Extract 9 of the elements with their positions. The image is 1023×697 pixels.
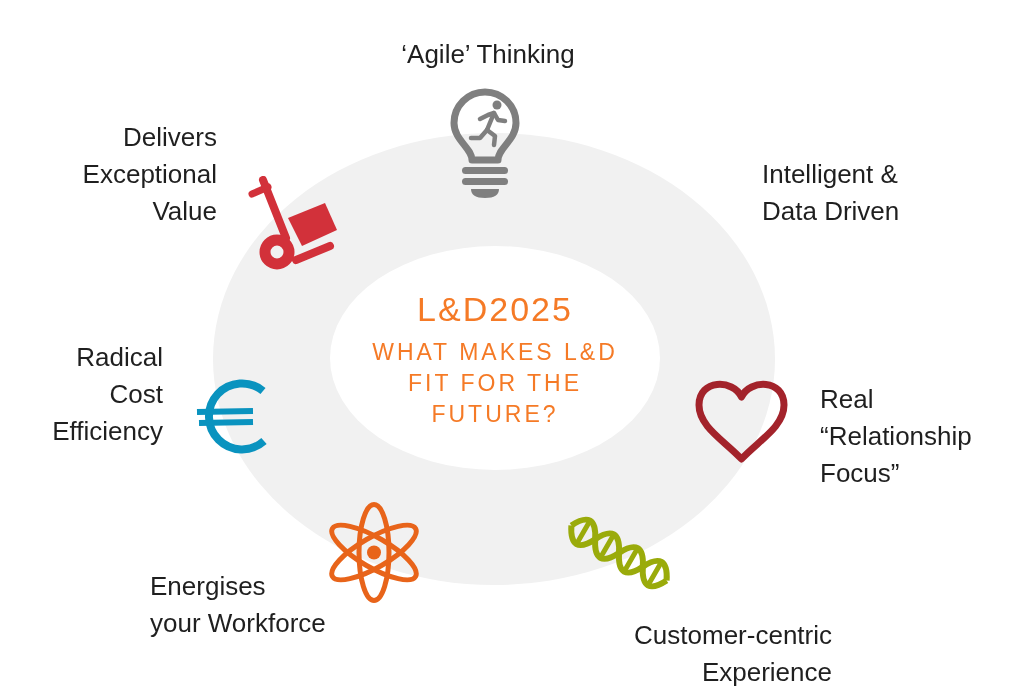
feature-label: Delivers Exceptional Value bbox=[82, 121, 217, 228]
feature-label: Intelligent & Data Driven bbox=[762, 158, 900, 228]
feature-label: Customer-centric Experience bbox=[634, 619, 832, 689]
feature-label: Energises your Workforce bbox=[150, 570, 326, 640]
title-text: L&D2025 bbox=[417, 288, 573, 330]
subtitle-text: WHAT MAKES L&D FIT FOR THE FUTURE? bbox=[372, 337, 618, 429]
feature-label: Radical Cost Efficiency bbox=[52, 341, 163, 448]
feature-label: ‘Agile’ Thinking bbox=[401, 38, 575, 71]
feature-label: Real “Relationship Focus” bbox=[820, 383, 972, 490]
